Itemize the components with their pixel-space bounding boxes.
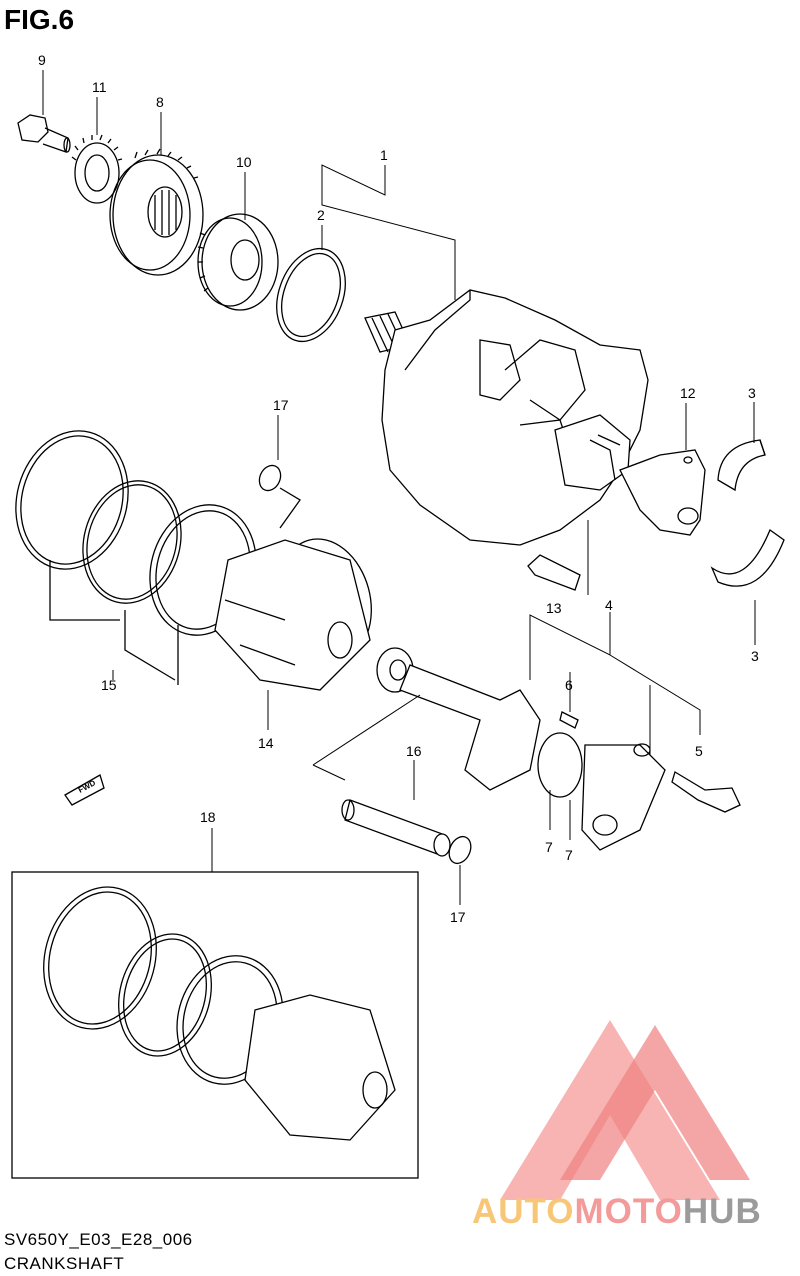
pin-6	[559, 711, 579, 729]
figure-title: FIG.6	[4, 4, 75, 35]
bearing-3-upper	[717, 439, 766, 492]
watermark-text: AUTOMOTOHUB	[472, 1192, 762, 1232]
conrod-4	[376, 647, 666, 851]
bolt-9	[17, 114, 71, 153]
leader-lines	[42, 70, 756, 905]
callout-6: 6	[565, 677, 573, 693]
callout-3-lower: 3	[751, 648, 759, 664]
callout-17-top: 17	[273, 397, 289, 413]
callout-17-bottom: 17	[450, 909, 466, 925]
piston-kit-box-18	[11, 871, 419, 1179]
circlip-17-bottom	[448, 835, 472, 865]
callout-9: 9	[38, 52, 46, 68]
crankshaft-1	[364, 289, 706, 546]
piston-14	[214, 538, 372, 691]
callout-1: 1	[380, 147, 388, 163]
callout-8: 8	[156, 94, 164, 110]
bolt-5	[671, 771, 741, 813]
callout-11: 11	[92, 79, 107, 95]
gear-11	[71, 134, 123, 204]
callout-16: 16	[406, 743, 422, 759]
gear-8	[109, 148, 204, 276]
piston-pin-16	[341, 799, 451, 857]
callout-15: 15	[101, 677, 117, 693]
callout-2: 2	[317, 207, 325, 223]
callout-7-right: 7	[565, 847, 573, 863]
footer-name: CRANKSHAFT	[4, 1254, 125, 1273]
callout-7-left: 7	[545, 839, 553, 855]
footer-code: SV650Y_E03_E28_006	[4, 1230, 193, 1249]
watermark-auto: AUTO	[472, 1192, 575, 1231]
watermark-logo	[500, 1020, 750, 1200]
callout-14: 14	[258, 735, 274, 751]
callout-18: 18	[200, 809, 216, 825]
ring-set-15	[15, 430, 257, 685]
watermark-hub: HUB	[682, 1192, 762, 1231]
callout-13: 13	[546, 600, 562, 616]
callout-5: 5	[695, 743, 703, 759]
piston-kit-18	[43, 886, 396, 1141]
shim-2	[276, 247, 346, 343]
callout-10: 10	[236, 154, 252, 170]
watermark-moto: MOTO	[574, 1192, 683, 1231]
fwd-arrow-icon	[64, 774, 105, 806]
circlip-17-top	[258, 464, 282, 492]
callout-4: 4	[605, 597, 613, 613]
pin-13	[527, 554, 581, 591]
callout-3-upper: 3	[748, 385, 756, 401]
gear-10	[197, 213, 279, 311]
bearing-3-lower	[710, 528, 785, 587]
callout-12: 12	[680, 385, 696, 401]
